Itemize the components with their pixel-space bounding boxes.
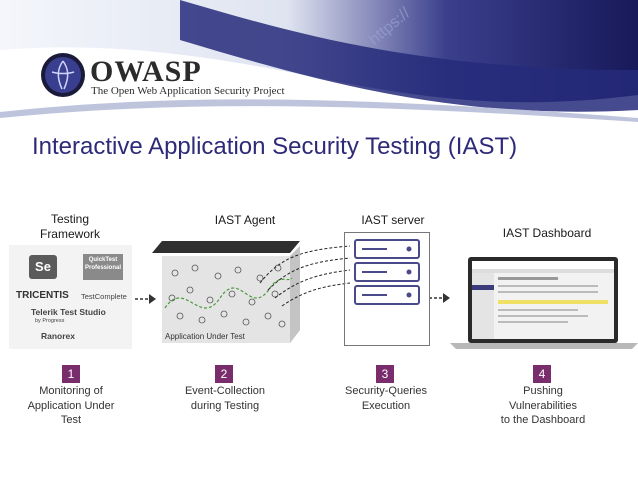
arrow-icon [135,294,156,304]
description-line: Security-Queries [345,385,427,397]
server-icon [354,239,420,305]
column-title-server: IAST server [361,213,425,227]
description-line: Application Under [27,399,115,412]
page-title: Interactive Application Security Testing… [32,133,518,160]
quicktest-logo: QuickTest Professional [83,254,123,280]
step-badge-4: 4 [533,365,551,383]
step-description-2: Event-Collection during Testing [170,384,280,413]
description-line: to the Dashboard [500,414,586,426]
step-badge-1: 1 [62,365,80,383]
application-under-test-label: Application Under Test [165,332,245,341]
step-description-3: Security-Queries Execution [330,384,442,413]
progress-label: by Progress [35,318,65,324]
column-title-dashboard: IAST Dashboard [502,226,592,240]
tricentis-logo: TRICENTIS [16,290,69,301]
description-line: during Testing [190,399,260,412]
step-description-1: Monitoring of Application Under Test [15,384,127,428]
header-banner [0,0,638,130]
column-title-line: Testing [50,212,90,226]
selenium-logo: Se [29,255,57,279]
laptop-dashboard-icon [450,257,638,349]
column-title-framework: Testing Framework [30,212,110,242]
brand-tagline: The Open Web Application Security Projec… [91,85,285,97]
description-line: Pushing [523,385,563,397]
column-title-line: Framework [39,227,100,241]
step-description-4: Pushing Vulnerabilities to the Dashboard [484,384,602,428]
description-line: Vulnerabilities [508,399,578,412]
telerik-logo: Telerik Test Studio [31,307,106,317]
description-line: Test [60,414,82,426]
step-badge-3: 3 [376,365,394,383]
description-line: Monitoring of [39,385,103,397]
testcomplete-logo: TestComplete [81,292,127,301]
iast-agent-illustration [152,241,351,343]
owasp-logo-icon [41,53,85,97]
description-line: Event-Collection [184,385,266,397]
iast-server-frame [344,232,430,346]
ranorex-logo: Ranorex [41,331,76,341]
arrow-icon [429,293,450,303]
description-line: Execution [361,399,411,412]
brand-name: OWASP [90,55,202,88]
framework-logos-panel: Se QuickTest Professional TRICENTIS Test… [9,245,132,349]
column-title-agent: IAST Agent [214,213,276,227]
step-badge-2: 2 [215,365,233,383]
